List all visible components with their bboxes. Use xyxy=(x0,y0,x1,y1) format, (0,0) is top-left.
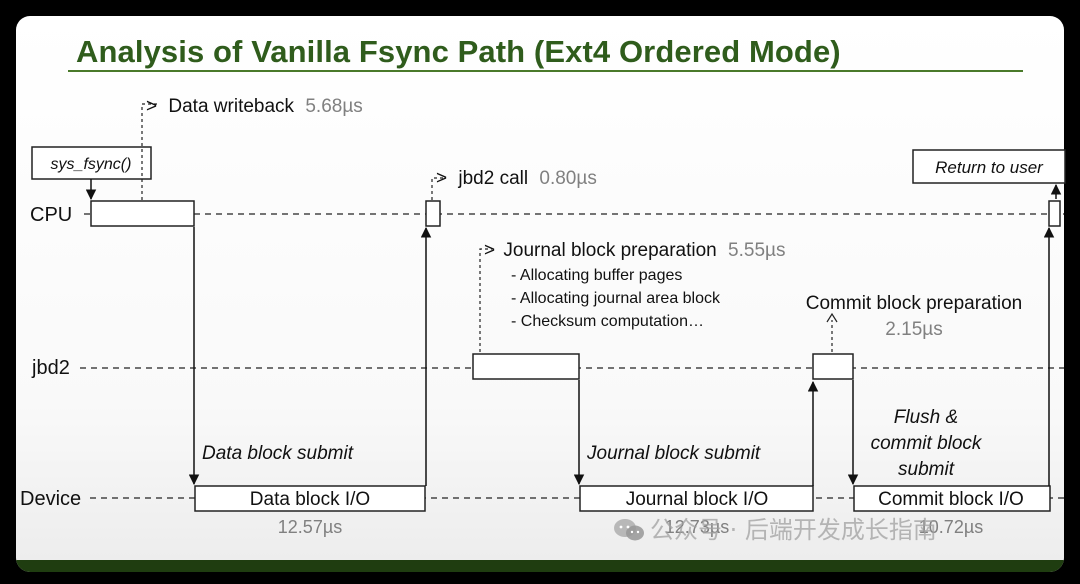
device-data-io-box xyxy=(194,485,426,512)
journal-prep-step-2: - Allocating journal area block xyxy=(511,290,721,307)
device-journal-io-box xyxy=(579,485,814,512)
jbd2-journal-prep-box xyxy=(472,353,580,380)
commit-block-io-label: Commit block I/O xyxy=(878,489,1024,510)
cpu-jbd2-call-box xyxy=(425,200,441,227)
journal-block-submit-label: Journal block submit xyxy=(586,443,761,464)
svg-text:> Data writeback 5.68µ: > Data writeback 5.68µs xyxy=(146,96,363,117)
sys-fsync-label: sys_fsync() xyxy=(51,156,132,173)
jbd2-call-leader xyxy=(431,177,444,200)
journal-block-io-label: Journal block I/O xyxy=(626,489,769,510)
jbd2-call-label: jbd2 call xyxy=(457,168,528,189)
data-writeback-label: Data writeback xyxy=(168,96,294,117)
jbd2-commit-prep-box xyxy=(812,353,854,380)
slide-title: Analysis of Vanilla Fsync Path (Ext4 Ord… xyxy=(76,34,841,69)
flush-commit-label-line-1: Flush & xyxy=(894,407,958,428)
journal-prep-step-1: - Allocating buffer pages xyxy=(511,267,682,284)
svg-text:> jbd2 call 0.80µs: > jbd2 call 0.80µs xyxy=(436,168,597,189)
bottom-bar xyxy=(16,560,1064,572)
commit-prep-time: 2.15µs xyxy=(885,319,942,340)
wechat-icon xyxy=(614,519,644,541)
data-block-io-label: Data block I/O xyxy=(250,489,370,510)
title-underline xyxy=(68,70,1023,72)
journal-prep-leader xyxy=(479,248,492,352)
data-writeback-time: 5.68µs xyxy=(305,96,362,117)
flush-commit-label-line-3: submit xyxy=(898,459,955,480)
svg-text:> Journal block preparatio: > Journal block preparation 5.55µs xyxy=(484,240,785,261)
data-block-submit-label: Data block submit xyxy=(202,443,354,464)
return-to-user-label: Return to user xyxy=(935,158,1044,177)
journal-prep-step-3: - Checksum computation… xyxy=(511,313,704,330)
return-to-user-callout xyxy=(912,149,1066,184)
jbd2-call-arrow: > xyxy=(436,168,447,189)
lane-label-device: Device xyxy=(20,488,81,510)
commit-prep-arrowhead xyxy=(826,312,838,323)
jbd2-call-time: 0.80µs xyxy=(539,168,596,189)
watermark: 公众号 · 后端开发成长指南 xyxy=(612,510,937,545)
journal-block-io-duration: 12.73µs xyxy=(665,517,729,537)
flush-commit-label-line-2: commit block xyxy=(871,433,983,454)
data-writeback-leader xyxy=(141,103,158,200)
device-commit-io-box xyxy=(853,485,1051,512)
commit-block-io-duration: 10.72µs xyxy=(919,517,983,537)
lane-label-cpu: CPU xyxy=(30,204,72,226)
lane-label-jbd2: jbd2 xyxy=(31,357,70,379)
journal-prep-label: Journal block preparation xyxy=(503,240,716,261)
data-writeback-arrow: > xyxy=(146,96,157,117)
watermark-text: 公众号 · 后端开发成长指南 xyxy=(650,516,937,544)
cpu-fsync-box xyxy=(90,200,195,227)
data-block-io-duration: 12.57µs xyxy=(278,517,342,537)
commit-prep-label: Commit block preparation xyxy=(806,293,1022,314)
cpu-return-box xyxy=(1048,200,1061,227)
journal-prep-arrow: > xyxy=(484,240,495,261)
journal-prep-time: 5.55µs xyxy=(728,240,785,261)
